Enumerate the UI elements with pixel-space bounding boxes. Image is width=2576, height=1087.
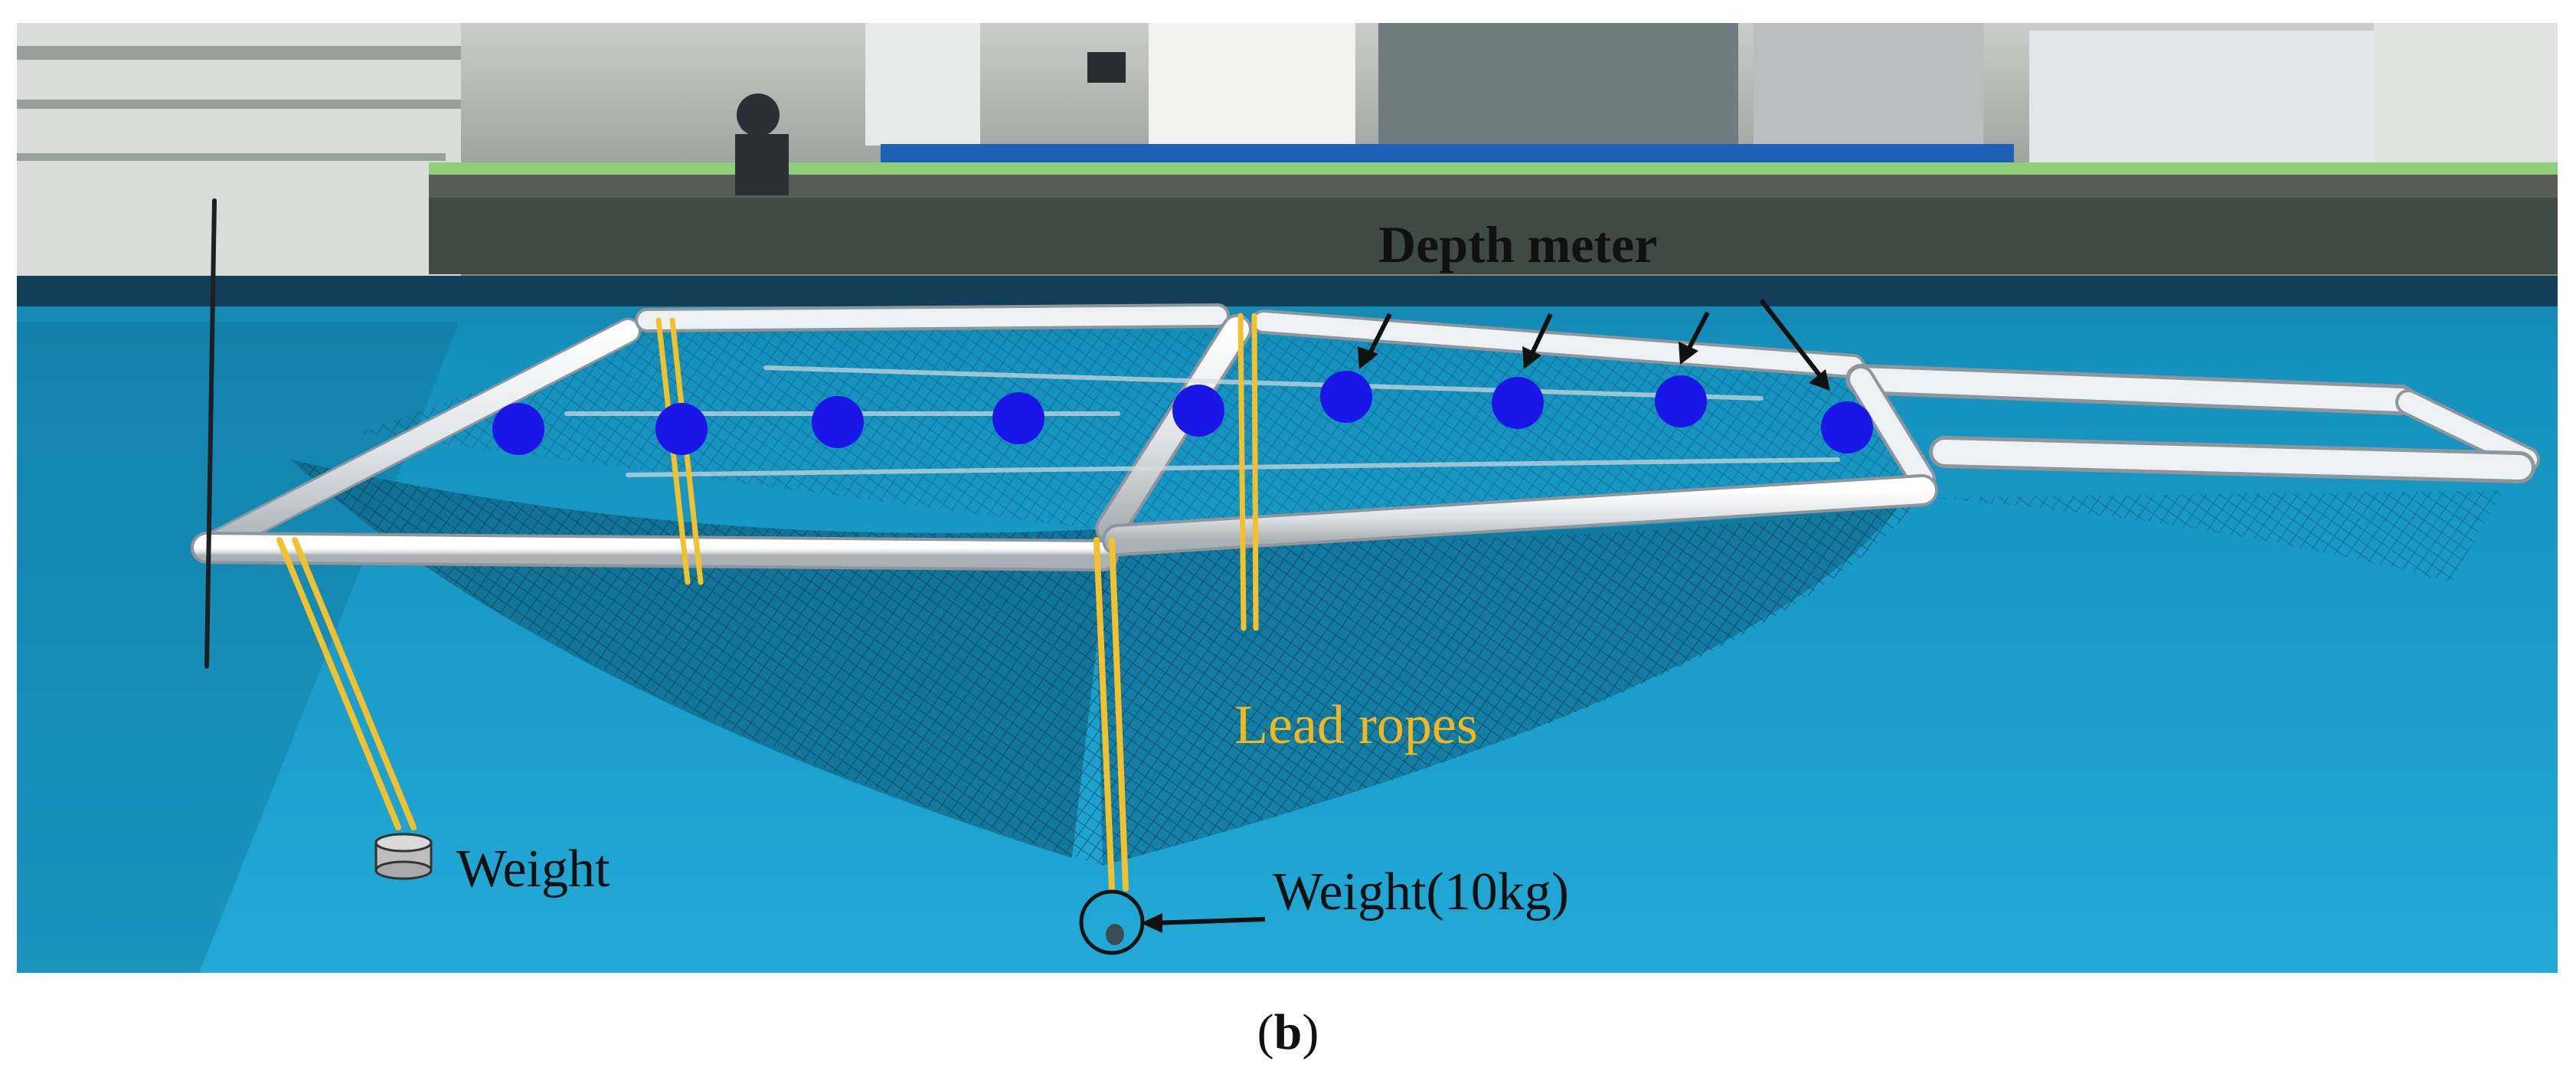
marker-icon <box>1821 401 1873 453</box>
arrow-icon <box>1679 342 1698 365</box>
arrow-icon <box>1522 346 1541 369</box>
weight-icon <box>374 833 433 880</box>
arrow-icon <box>1141 913 1162 933</box>
arrow-icon <box>1152 917 1266 925</box>
caption-paren-open: ( <box>1257 1004 1274 1060</box>
arrow-icon <box>1809 369 1830 391</box>
label-weight-10kg: Weight(10kg) <box>1273 863 1570 922</box>
arrow-icon <box>1358 346 1378 369</box>
caption-paren-close: ) <box>1302 1004 1319 1060</box>
depth-meter-arrows <box>1358 299 1830 391</box>
label-lead-ropes: Lead ropes <box>1234 694 1478 755</box>
marker-icon <box>1320 371 1372 423</box>
marker-icon <box>1492 377 1544 429</box>
depth-meter-markers <box>492 371 1873 455</box>
marker-icon <box>655 403 708 455</box>
arrow-icon <box>1685 311 1710 352</box>
marker-icon <box>992 392 1044 444</box>
float-frame <box>191 198 2540 669</box>
weight-10kg-icon <box>1079 889 1266 955</box>
marker-icon <box>812 396 864 448</box>
arrow-icon <box>1759 299 1823 378</box>
figure-caption: (b) <box>0 1004 2576 1062</box>
caption-letter: b <box>1273 1004 1303 1060</box>
arrow-icon <box>1367 313 1392 356</box>
marker-icon <box>492 403 544 455</box>
label-depth-meter: Depth meter <box>1378 215 1658 273</box>
marker-icon <box>1172 385 1224 437</box>
label-weight: Weight <box>456 840 610 899</box>
marker-icon <box>1655 375 1707 427</box>
arrow-icon <box>1529 313 1553 356</box>
